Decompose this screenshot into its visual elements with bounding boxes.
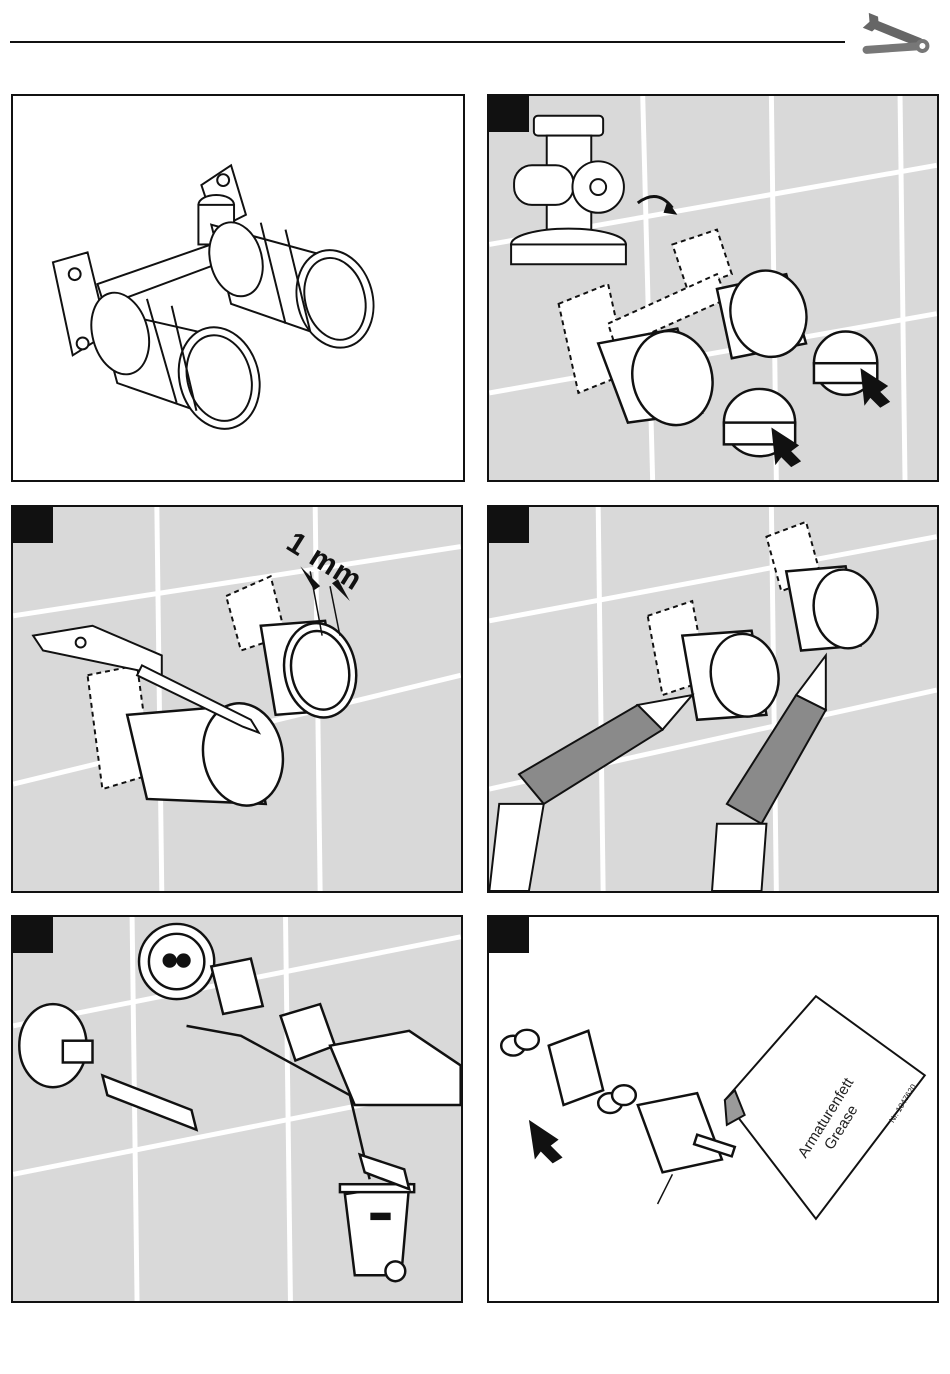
panel-step-3 (487, 505, 939, 893)
step-badge (489, 96, 529, 132)
panel-step-2: 1 mm (11, 505, 463, 893)
rough-in-body-illustration (13, 96, 463, 480)
panel-step-1 (487, 94, 939, 482)
tools-icon (856, 12, 930, 70)
trim-sleeve-illustration (13, 507, 461, 891)
remove-caps-illustration (489, 96, 937, 480)
panel-overview (11, 94, 465, 482)
step-badge (489, 917, 529, 953)
step-badge (13, 507, 53, 543)
panel-step-4 (11, 915, 463, 1303)
step-badge (13, 917, 53, 953)
grease-cartridge-illustration (489, 917, 937, 1301)
header-rule (10, 41, 845, 43)
remove-parts-illustration (13, 917, 461, 1301)
apply-sealant-illustration (489, 507, 937, 891)
step-badge (489, 507, 529, 543)
panel-step-5: Armaturenfett Grease Nr. 1047620 (487, 915, 939, 1303)
